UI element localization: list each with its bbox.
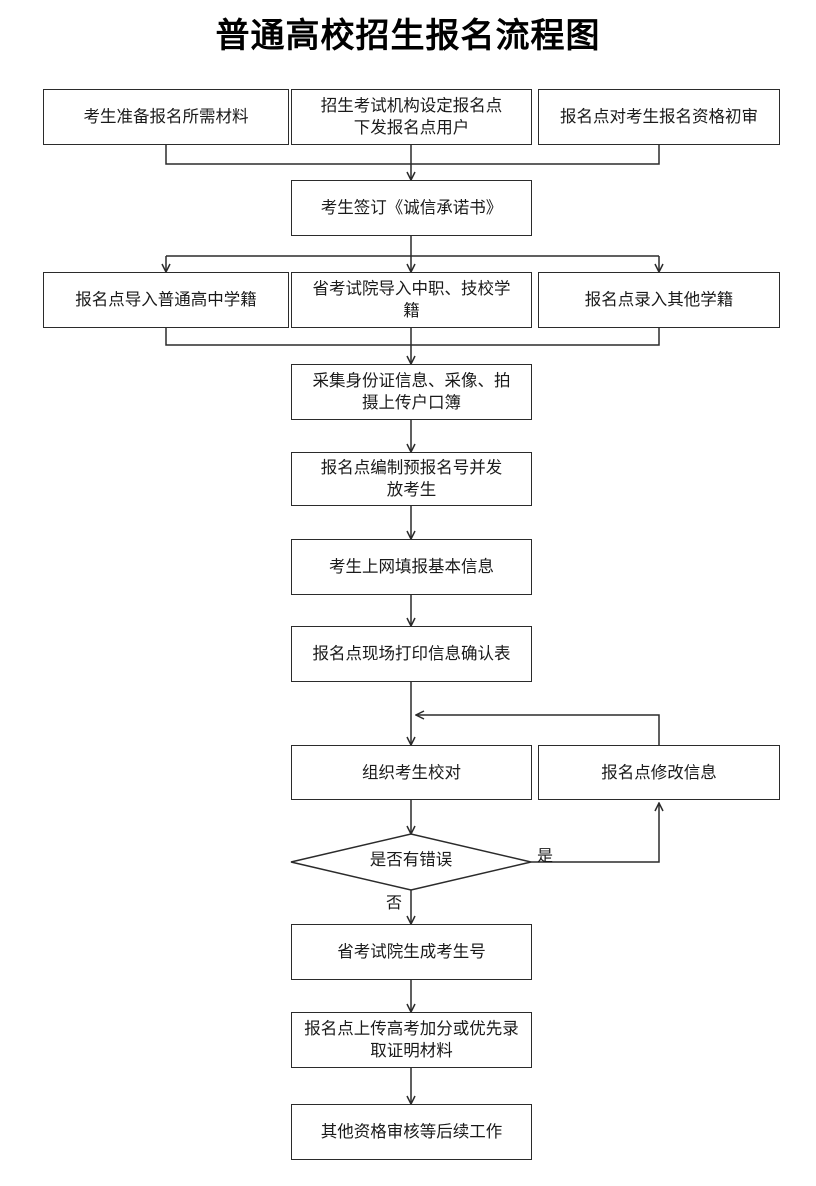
connector-yes-branch — [531, 803, 659, 863]
label-no: 否 — [386, 893, 403, 912]
step-proofread: 组织考生校对 — [291, 745, 532, 800]
connector-row1-merge — [165, 144, 660, 165]
step-other-review: 其他资格审核等后续工作 — [291, 1104, 532, 1160]
step-collect-id-photo: 采集身份证信息、采像、拍摄上传户口簿 — [291, 364, 532, 420]
step-upload-bonus-materials: 报名点上传高考加分或优先录取证明材料 — [291, 1012, 532, 1068]
label-yes: 是 — [537, 846, 554, 865]
decision-text: 是否有错误 — [369, 850, 453, 869]
step-generate-exam-number: 省考试院生成考生号 — [291, 924, 532, 980]
step-import-high-school: 报名点导入普通高中学籍 — [43, 272, 289, 328]
step-qualification-review: 报名点对考生报名资格初审 — [538, 89, 780, 145]
step-prepare-materials: 考生准备报名所需材料 — [43, 89, 289, 145]
step-import-vocational: 省考试院导入中职、技校学籍 — [291, 272, 532, 328]
connector-row2-merge — [165, 327, 660, 346]
step-assign-number: 报名点编制预报名号并发放考生 — [291, 452, 532, 506]
connector-sign-split — [166, 236, 659, 257]
step-modify-info: 报名点修改信息 — [538, 745, 780, 800]
page-title: 普通高校招生报名流程图 — [215, 16, 601, 56]
step-online-fill: 考生上网填报基本信息 — [291, 539, 532, 595]
step-enter-other-status: 报名点录入其他学籍 — [538, 272, 780, 328]
step-sign-pledge: 考生签订《诚信承诺书》 — [291, 180, 532, 236]
decision-diamond — [290, 833, 532, 891]
connector-modify-loop — [416, 715, 660, 745]
step-print-confirmation: 报名点现场打印信息确认表 — [291, 626, 532, 682]
step-setup-enrollment-point: 招生考试机构设定报名点下发报名点用户 — [291, 89, 532, 145]
